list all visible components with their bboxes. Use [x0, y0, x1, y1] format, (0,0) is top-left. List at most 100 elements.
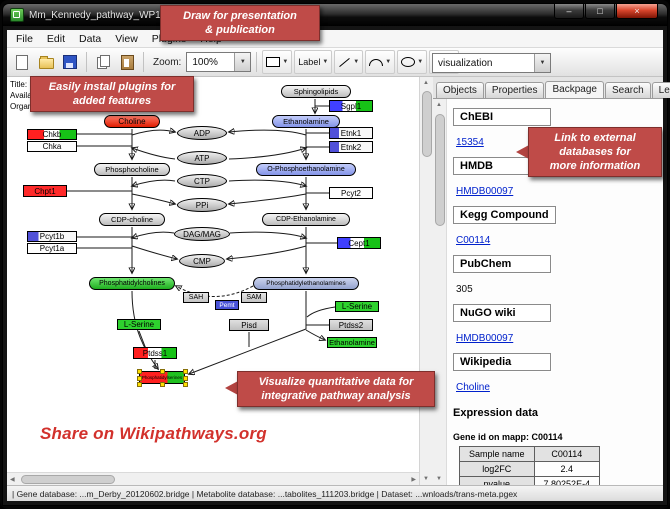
- scroll-left-icon[interactable]: ◀: [10, 477, 15, 483]
- chevron-down-icon[interactable]: ▼: [534, 54, 550, 72]
- canvas-vscrollbar[interactable]: ▲ ▼: [419, 77, 433, 485]
- datanode-tool-button[interactable]: ▼: [262, 50, 293, 74]
- tab-properties[interactable]: Properties: [484, 82, 545, 98]
- pathway-node-choline[interactable]: Choline: [104, 115, 160, 128]
- pathway-node-pcyt1b[interactable]: Pcyt1b: [27, 231, 77, 242]
- expression-data-heading: Expression data: [453, 407, 538, 419]
- backpage-header-wikipedia: Wikipedia: [453, 353, 551, 371]
- pathway-node-sgpl1[interactable]: Sgpl1: [329, 100, 373, 112]
- pathway-node-cdp-ethanolamine[interactable]: CDP-Ethanolamine: [262, 213, 350, 226]
- pathway-node-pcyt1a[interactable]: Pcyt1a: [27, 243, 77, 254]
- pathway-node-phosphatidylethanolamines[interactable]: Phosphatidylethanolamines: [253, 277, 359, 290]
- pathway-node-phosphocholine[interactable]: Phosphocholine: [94, 163, 170, 176]
- callout-pointer-left: [225, 381, 238, 395]
- selection-handle[interactable]: [137, 375, 142, 381]
- scroll-up-icon[interactable]: ▲: [436, 102, 442, 108]
- backpage-scroll-thumb[interactable]: [435, 114, 445, 226]
- copy-button[interactable]: [92, 51, 114, 73]
- canvas-hscroll-thumb[interactable]: [21, 475, 115, 484]
- chevron-down-icon: ▼: [322, 59, 329, 65]
- pathway-node-ppi[interactable]: PPi: [177, 198, 227, 212]
- canvas-hscrollbar[interactable]: ◀ ▶: [7, 472, 419, 485]
- pathway-node-phosphatidylserines[interactable]: Phosphatidylserines: [137, 369, 188, 387]
- pathway-node-cept1[interactable]: Cept1: [337, 237, 381, 249]
- scroll-down-icon[interactable]: ▼: [436, 476, 442, 482]
- tab-legend[interactable]: Legend: [651, 82, 670, 98]
- scroll-down-icon[interactable]: ▼: [423, 476, 429, 482]
- menu-edit[interactable]: Edit: [46, 32, 66, 45]
- paste-icon: [120, 54, 134, 70]
- scroll-up-icon[interactable]: ▲: [423, 80, 429, 86]
- pathway-node-chkb[interactable]: Chkb: [27, 129, 77, 140]
- pathway-node-ethanolamine[interactable]: Ethanolamine: [272, 115, 340, 128]
- pathway-node-chka[interactable]: Chka: [27, 141, 77, 152]
- pathway-node-etnk1[interactable]: Etnk1: [329, 127, 373, 139]
- pathway-canvas[interactable]: Title: Availability: Organism: Sphingoli…: [7, 77, 419, 473]
- panel-tabs: ObjectsPropertiesBackpageSearchLegend: [433, 77, 670, 99]
- window-title: Mm_Kennedy_pathway_WP1771_45176.gpml: [29, 9, 236, 21]
- close-button[interactable]: ×: [616, 4, 658, 19]
- open-button[interactable]: [35, 51, 57, 73]
- pathway-edges: [67, 99, 337, 473]
- ellipse-tool-button[interactable]: ▼: [397, 50, 428, 74]
- selection-handle[interactable]: [183, 382, 188, 387]
- pathway-node-ctp[interactable]: CTP: [177, 174, 227, 188]
- pathway-node-ethanolamine[interactable]: Ethanolamine: [327, 337, 377, 348]
- selection-handle[interactable]: [183, 369, 188, 374]
- new-file-button[interactable]: [11, 51, 33, 73]
- selection-handle[interactable]: [137, 369, 142, 374]
- minimize-button[interactable]: –: [554, 4, 584, 19]
- pathway-node-chpt1[interactable]: Chpt1: [23, 185, 67, 197]
- pathway-node-pemt[interactable]: Pemt: [215, 300, 239, 310]
- tab-objects[interactable]: Objects: [436, 82, 484, 98]
- canvas-vscroll-thumb[interactable]: [422, 91, 432, 157]
- pathway-node-pisd[interactable]: Pisd: [229, 319, 269, 331]
- pathway-node-ptdss2[interactable]: Ptdss2: [329, 319, 373, 331]
- save-button[interactable]: [59, 51, 81, 73]
- pathway-node-phosphatidylcholines[interactable]: Phosphatidylcholines: [89, 277, 175, 290]
- paste-button[interactable]: [116, 51, 138, 73]
- backpage-scrollbar[interactable]: ▲ ▼: [433, 99, 447, 485]
- pathway-node-etnk2[interactable]: Etnk2: [329, 141, 373, 153]
- scroll-right-icon[interactable]: ▶: [411, 477, 416, 483]
- pathway-node-cdp-choline[interactable]: CDP-choline: [99, 213, 165, 226]
- pathway-node-sphingolipids[interactable]: Sphingolipids: [281, 85, 351, 98]
- pathway-node-ptdss1[interactable]: Ptdss1: [133, 347, 177, 359]
- menu-data[interactable]: Data: [79, 32, 102, 45]
- zoom-combobox[interactable]: 100% ▼: [186, 52, 252, 72]
- menu-view[interactable]: View: [115, 32, 138, 45]
- selection-handle[interactable]: [160, 369, 165, 374]
- pathway-node-sam[interactable]: SAM: [241, 292, 267, 303]
- pathway-node-l-serine[interactable]: L-Serine: [117, 319, 161, 330]
- arc-tool-button[interactable]: ▼: [365, 50, 396, 74]
- backpage-value-nugo-wiki[interactable]: HMDB00097: [456, 333, 514, 344]
- backpage-value-chebi[interactable]: 15354: [456, 137, 484, 148]
- maximize-button[interactable]: □: [585, 4, 615, 19]
- toolbar-separator: [256, 52, 258, 72]
- backpage-value-wikipedia[interactable]: Choline: [456, 382, 490, 393]
- label-tool-button[interactable]: Label▼: [294, 50, 333, 74]
- status-bar: | Gene database: ...m_Derby_20120602.bri…: [7, 485, 663, 501]
- line-tool-button[interactable]: ▼: [334, 50, 364, 74]
- pathway-node-pcyt2[interactable]: Pcyt2: [329, 187, 373, 199]
- pathway-node-dag-mag[interactable]: DAG/MAG: [174, 227, 230, 241]
- backpage-value-kegg-compound[interactable]: C00114: [456, 235, 491, 246]
- pathway-node-sah[interactable]: SAH: [183, 292, 209, 303]
- selection-handle[interactable]: [137, 382, 142, 387]
- selection-handle[interactable]: [160, 382, 165, 387]
- pathway-node-adp[interactable]: ADP: [177, 126, 227, 140]
- backpage-value-hmdb[interactable]: HMDB00097: [456, 186, 514, 197]
- selection-handle[interactable]: [183, 375, 188, 381]
- visualization-combobox[interactable]: visualization ▼: [432, 53, 551, 73]
- tab-backpage[interactable]: Backpage: [545, 81, 604, 98]
- pathway-node-l-serine[interactable]: L-Serine: [335, 301, 379, 312]
- pathway-node-o-phosphoethanolamine[interactable]: O-Phosphoethanolamine: [256, 163, 356, 176]
- tab-search[interactable]: Search: [604, 82, 651, 98]
- menu-file[interactable]: File: [16, 32, 33, 45]
- chevron-down-icon[interactable]: ▼: [234, 53, 251, 71]
- pathway-node-atp[interactable]: ATP: [177, 151, 227, 165]
- pathway-node-cmp[interactable]: CMP: [179, 254, 225, 268]
